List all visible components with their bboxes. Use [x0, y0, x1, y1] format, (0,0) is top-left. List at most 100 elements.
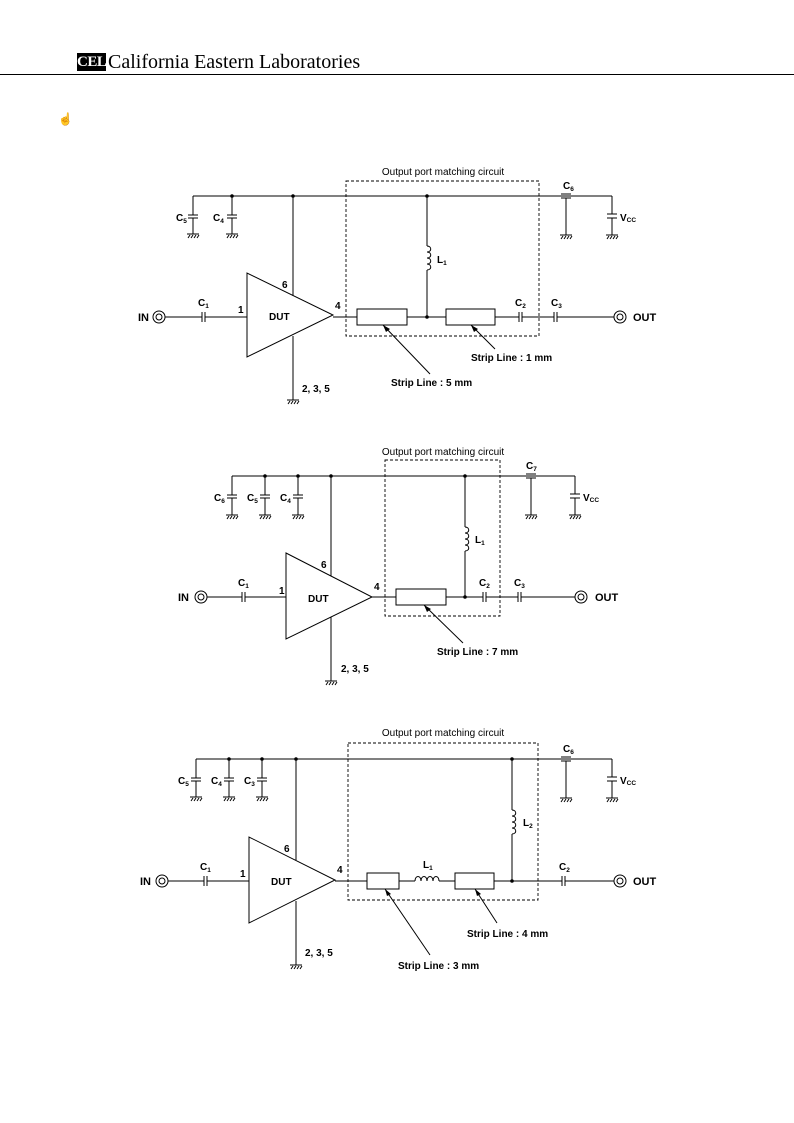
c1-label: C [238, 578, 245, 589]
strip-line-b-label: Strip Line : 1 mm [471, 353, 552, 364]
cel-logo: CEL [77, 53, 107, 71]
l1-sub: 1 [481, 540, 485, 547]
svg-text:C4: C4 [213, 213, 224, 225]
c4-sub: 4 [220, 218, 224, 225]
c3-label: C [244, 776, 251, 787]
matching-box [384, 459, 501, 617]
capacitor-c6: C6 [214, 476, 239, 520]
svg-text:C3: C3 [514, 578, 525, 590]
c3-sub: 3 [521, 583, 525, 590]
c1-label: C [200, 862, 207, 873]
input-connector: IN [138, 310, 166, 324]
strip-line-a-label: Strip Line : 7 mm [437, 647, 518, 658]
pin-4: 4 [337, 865, 343, 876]
pointing-hand-icon: ☝ [58, 112, 73, 126]
svg-text:C1: C1 [200, 862, 211, 874]
c3-sub: 3 [558, 303, 562, 310]
inductor-l1: L1 [464, 476, 485, 597]
dut-amplifier: DUT 6 1 4 [279, 552, 380, 640]
c5-sub: 5 [254, 498, 258, 505]
c4-label: C [280, 493, 287, 504]
strip-line-a-label: Strip Line : 5 mm [391, 378, 472, 389]
pin-1: 1 [279, 586, 285, 597]
vcc-sub: CC [590, 497, 600, 504]
c2-sub: 2 [566, 867, 570, 874]
ground-icon [256, 796, 269, 802]
capacitor-c5: C5 [178, 759, 203, 802]
vcc-label: V [620, 776, 627, 787]
inductor-l2: L2 [511, 759, 533, 881]
circuit-2: Output port matching circuit C6 C5 [178, 447, 619, 686]
capacitor-c5: C5 [247, 476, 272, 520]
strip-line-a [395, 588, 447, 606]
ground-icon [290, 964, 303, 970]
matching-box [347, 742, 539, 901]
c5-label: C [176, 213, 183, 224]
matching-box [345, 180, 540, 337]
strip-line-a [356, 308, 408, 326]
inductor-l1: L1 [426, 196, 447, 317]
l1-label: L [475, 535, 481, 546]
dut-label: DUT [308, 594, 329, 605]
input-connector: IN [178, 590, 208, 604]
svg-text:C5: C5 [176, 213, 187, 225]
capacitor-c4: C4 [280, 476, 305, 520]
strip-line-a-label: Strip Line : 3 mm [398, 961, 479, 972]
c2-sub: 2 [486, 583, 490, 590]
circuit-3: Output port matching circuit C5 C4 [140, 728, 657, 972]
circuit-1: Output port matching circuit C5 C4 [138, 167, 657, 405]
svg-text:C4: C4 [280, 493, 291, 505]
in-label: IN [140, 876, 151, 888]
svg-text:VCC: VCC [620, 213, 636, 224]
svg-text:C3: C3 [244, 776, 255, 788]
svg-text:C2: C2 [515, 298, 526, 310]
svg-text:C4: C4 [211, 776, 222, 788]
vcc-label: V [620, 213, 627, 224]
ground-icon [560, 797, 573, 803]
svg-text:C5: C5 [247, 493, 258, 505]
svg-text:C3: C3 [551, 298, 562, 310]
svg-text:C6: C6 [563, 181, 574, 193]
c6-sub: 6 [221, 498, 225, 505]
c5-sub: 5 [183, 218, 187, 225]
capacitor-c5: C5 [176, 196, 200, 239]
c7-label: C [526, 461, 533, 472]
dut-amplifier: DUT 6 1 4 [240, 836, 343, 924]
ground-icon [226, 233, 239, 239]
pin-6: 6 [321, 560, 327, 571]
c5-label: C [178, 776, 185, 787]
svg-text:C1: C1 [198, 298, 209, 310]
vcc-supply: VCC [606, 196, 636, 240]
c3-label: C [514, 578, 521, 589]
svg-text:C6: C6 [563, 744, 574, 756]
c6-label: C [563, 181, 570, 192]
out-label: OUT [633, 312, 657, 324]
svg-text:C1: C1 [238, 578, 249, 590]
c6-label: C [214, 493, 221, 504]
c4-label: C [211, 776, 218, 787]
capacitor-c6: C6 [560, 744, 574, 803]
pin-6: 6 [284, 844, 290, 855]
pin-1: 1 [238, 305, 244, 316]
capacitor-c6: C6 [560, 181, 574, 240]
ground-icon [569, 514, 582, 520]
header-rule [0, 74, 794, 75]
dut-label: DUT [271, 877, 292, 888]
c6-sub: 6 [570, 749, 574, 756]
svg-text:C6: C6 [214, 493, 225, 505]
ground-icon [325, 680, 338, 686]
svg-text:C2: C2 [559, 862, 570, 874]
ground-icon [223, 796, 236, 802]
vcc-supply: VCC [606, 759, 636, 803]
ground-icon [259, 514, 272, 520]
output-connector: OUT [613, 310, 657, 324]
ground-icon [190, 796, 203, 802]
l2-sub: 2 [529, 823, 533, 830]
c4-sub: 4 [218, 781, 222, 788]
matching-box-title: Output port matching circuit [382, 447, 504, 458]
vcc-label: V [583, 493, 590, 504]
pin-6: 6 [282, 280, 288, 291]
c4-sub: 4 [287, 498, 291, 505]
ground-pins-label: 2, 3, 5 [305, 948, 333, 959]
c2-label: C [559, 862, 566, 873]
